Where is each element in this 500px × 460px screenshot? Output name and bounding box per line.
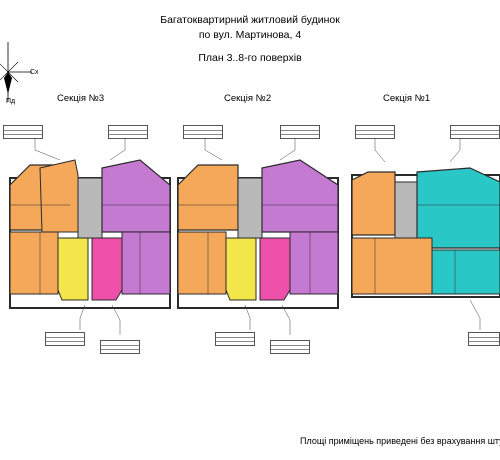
section-2-plan [177, 159, 339, 309]
stairwell-s3 [77, 177, 103, 239]
table-leader-lines [34, 135, 481, 335]
compass-rose: Сх Пд [0, 32, 60, 112]
stairwell-s1 [394, 181, 418, 241]
section-1-plan [351, 167, 500, 298]
section-3-label: Секція №3 [57, 93, 105, 104]
apartment-cyan-s1 [416, 167, 500, 249]
apartment-violet-ne [101, 159, 171, 233]
section-3-plan [9, 159, 171, 309]
apartment-table [355, 125, 395, 139]
plan-title: План 3..8-го поверхів [198, 52, 302, 64]
apartment-table [100, 340, 140, 354]
apartment-table [215, 332, 255, 346]
apartment-yellow-s3 [57, 237, 89, 301]
apartment-table [270, 340, 310, 354]
footnote: Площі приміщень приведені без врахування… [300, 436, 500, 446]
apartment-table [183, 125, 223, 139]
compass-icon [0, 42, 32, 102]
compass-east-label: Сх [30, 69, 39, 76]
apartment-table [468, 332, 500, 346]
section-1-label: Секція №1 [383, 93, 431, 104]
title-line1: Багатоквартирний житловий будинок [160, 14, 340, 26]
apartment-table [108, 125, 148, 139]
section-2-label: Секція №2 [224, 93, 272, 104]
apartment-table [3, 125, 43, 139]
apartment-table [450, 125, 500, 139]
stairwell-s2 [237, 177, 263, 239]
apartment-table [45, 332, 85, 346]
apartment-pink-s3 [91, 237, 123, 301]
compass-south-label: Пд [6, 98, 16, 105]
title-line2: по вул. Мартинова, 4 [198, 29, 302, 41]
apartment-table [280, 125, 320, 139]
